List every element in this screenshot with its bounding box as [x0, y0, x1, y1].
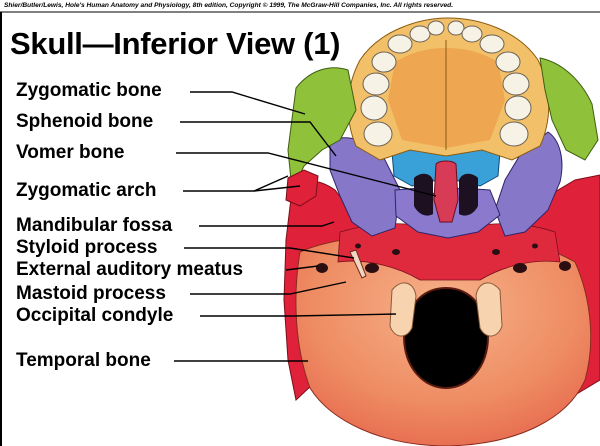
label-sphenoid-bone: Sphenoid bone	[16, 111, 153, 133]
label-zygomatic-bone: Zygomatic bone	[16, 80, 162, 102]
occipital-condyle-right	[476, 283, 502, 336]
label-mandibular-fossa: Mandibular fossa	[16, 215, 172, 237]
label-zygomatic-arch: Zygomatic arch	[16, 180, 156, 202]
label-external-auditory-meatus: External auditory meatus	[16, 259, 243, 281]
label-vomer-bone: Vomer bone	[16, 142, 124, 164]
occipital-condyle-left	[390, 283, 416, 336]
label-occipital-condyle: Occipital condyle	[16, 305, 173, 327]
page-title: Skull—Inferior View (1)	[10, 26, 340, 62]
foramen-magnum	[404, 288, 488, 388]
vomer-bone	[434, 161, 458, 222]
label-temporal-bone: Temporal bone	[16, 350, 151, 372]
choana-right	[459, 174, 478, 216]
leader-zygomatic-bone	[190, 92, 305, 114]
label-mastoid-process: Mastoid process	[16, 283, 166, 305]
label-styloid-process: Styloid process	[16, 237, 158, 259]
